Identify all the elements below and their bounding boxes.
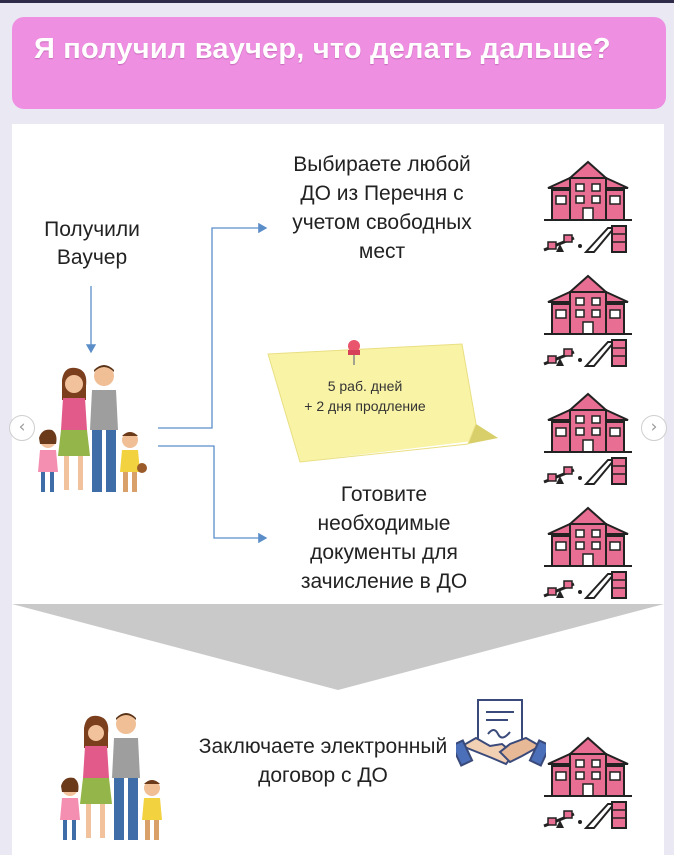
- note-line-1: 5 раб. дней: [327, 378, 403, 394]
- kindergarten-icon-3: [542, 392, 634, 486]
- handshake-contract-icon: [456, 699, 546, 767]
- pushpin-icon: [348, 340, 360, 365]
- carousel-next-button[interactable]: ›: [641, 415, 667, 441]
- kindergarten-icon-1: [542, 160, 634, 254]
- family-illustration-bottom-icon: [60, 713, 162, 840]
- sticky-note: [267, 340, 498, 463]
- title-banner: Я получил ваучер, что делать дальше?: [12, 17, 666, 109]
- family-illustration-icon: [38, 365, 147, 492]
- step-choose-text: Выбираете любой ДО из Перечня с учетом с…: [292, 153, 472, 263]
- chevron-right-icon: ›: [650, 417, 658, 437]
- top-border: [0, 0, 674, 3]
- chevron-left-icon: ‹: [18, 417, 26, 437]
- kindergarten-icon-4: [542, 506, 634, 600]
- step-conclude-text: Заключаете электронный договор с ДО: [198, 735, 448, 787]
- step-prepare-text: Готовите необходимые документы для зачис…: [300, 483, 468, 593]
- deadline-note: 5 раб. дней + 2 дня продление: [295, 376, 435, 416]
- kindergarten-icon-2: [542, 274, 634, 368]
- note-line-2: + 2 дня продление: [304, 398, 426, 414]
- page-title: Я получил ваучер, что делать дальше?: [34, 33, 611, 65]
- carousel-prev-button[interactable]: ‹: [9, 415, 35, 441]
- down-chevron-shape: [12, 604, 664, 690]
- kindergarten-icon-5: [542, 736, 634, 830]
- step-received-text: Получили Ваучер: [44, 218, 140, 269]
